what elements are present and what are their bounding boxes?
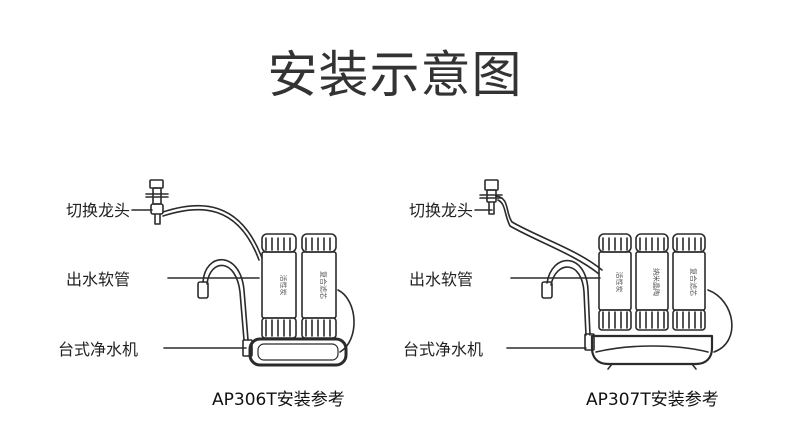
right-outlet-hose (541, 259, 595, 351)
left-side-tube (337, 289, 355, 353)
right-cartridge-1-label: 活性炭 (615, 272, 624, 293)
left-cartridge-2 (301, 233, 337, 339)
left-cartridge-1-label: 活性炭 (279, 275, 288, 296)
right-hose-label: 出水软管 (409, 270, 474, 289)
right-cartridge-1 (598, 233, 632, 331)
left-cartridge-2-label: 复合滤芯 (319, 271, 328, 299)
page-title: 安装示意图 (267, 46, 523, 104)
left-outlet-hose (197, 258, 253, 357)
left-caption: AP306T安装参考 (212, 390, 345, 410)
right-cartridge-3-label: 复合滤芯 (689, 268, 698, 296)
right-inlet-tube (495, 195, 603, 271)
left-inlet-tube (162, 204, 263, 259)
right-cartridge-2 (635, 233, 669, 331)
right-faucet-icon (479, 179, 503, 215)
left-cartridge-1 (261, 233, 297, 339)
left-machine-label: 台式净水机 (58, 340, 139, 359)
right-cartridge-3 (672, 233, 706, 331)
right-caption: AP307T安装参考 (586, 390, 719, 410)
right-machine-base (590, 334, 714, 370)
left-hose-label: 出水软管 (66, 270, 131, 289)
right-side-tube (707, 289, 733, 353)
left-machine-base (248, 337, 348, 367)
right-faucet-label: 切换龙头 (409, 201, 474, 220)
left-faucet-icon (145, 179, 169, 225)
right-machine-label: 台式净水机 (403, 340, 484, 359)
right-cartridge-2-label: 纳米晶陶 (652, 268, 661, 296)
left-faucet-label: 切换龙头 (66, 201, 131, 220)
